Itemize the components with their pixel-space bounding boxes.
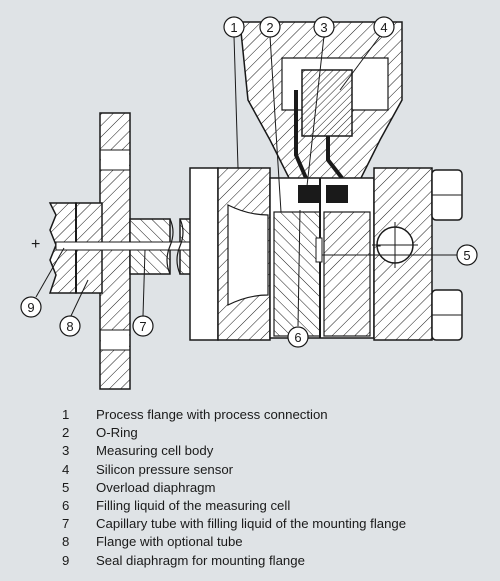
legend-text: Seal diaphragm for mounting flange bbox=[96, 552, 305, 568]
svg-text:6: 6 bbox=[294, 330, 301, 345]
svg-text:7: 7 bbox=[139, 319, 146, 334]
legend-text: Silicon pressure sensor bbox=[96, 461, 234, 477]
legend-number: 3 bbox=[62, 443, 70, 459]
leader-lines bbox=[35, 35, 457, 327]
callout-4: 4 bbox=[373, 16, 395, 38]
plus-sign: + bbox=[31, 236, 40, 253]
legend-text: Measuring cell body bbox=[96, 443, 214, 459]
process-flange-right bbox=[372, 167, 463, 341]
legend-item: 5 Overload diaphragm bbox=[62, 479, 406, 497]
callout-1: 1 bbox=[223, 16, 245, 38]
svg-text:8: 8 bbox=[66, 319, 73, 334]
legend-number: 6 bbox=[62, 497, 70, 513]
svg-text:1: 1 bbox=[230, 20, 237, 35]
measuring-cell bbox=[269, 177, 375, 339]
legend-item: 9 Seal diaphragm for mounting flange bbox=[62, 552, 406, 570]
legend-text: Flange with optional tube bbox=[96, 534, 243, 550]
callout-7: 7 bbox=[132, 315, 154, 337]
legend-text: Overload diaphragm bbox=[96, 479, 216, 495]
callout-3: 3 bbox=[313, 16, 335, 38]
mounting-flange bbox=[48, 112, 131, 390]
svg-text:5: 5 bbox=[463, 248, 470, 263]
legend-number: 4 bbox=[62, 461, 70, 477]
legend-item: 6 Filling liquid of the measuring cell bbox=[62, 497, 406, 515]
svg-text:9: 9 bbox=[27, 300, 34, 315]
svg-text:3: 3 bbox=[320, 20, 327, 35]
legend-item: 1 Process flange with process connection bbox=[62, 406, 406, 424]
callout-6: 6 bbox=[287, 326, 309, 348]
legend-number: 8 bbox=[62, 534, 70, 550]
legend-number: 1 bbox=[62, 407, 70, 422]
legend-item: 2 O-Ring bbox=[62, 424, 406, 442]
minus-sign: - bbox=[376, 237, 381, 254]
callout-8: 8 bbox=[59, 315, 81, 337]
top-housing bbox=[239, 21, 403, 181]
legend-text: Process flange with process connection bbox=[96, 407, 328, 422]
cross-section-diagram: + - 1 2 3 4 5 6 7 8 9 bbox=[20, 16, 478, 390]
legend-item: 3 Measuring cell body bbox=[62, 442, 406, 460]
callout-9: 9 bbox=[20, 296, 42, 318]
process-flange-left bbox=[189, 167, 271, 341]
callout-2: 2 bbox=[259, 16, 281, 38]
legend-number: 9 bbox=[62, 552, 70, 568]
callout-5: 5 bbox=[456, 244, 478, 266]
legend-item: 7 Capillary tube with filling liquid of t… bbox=[62, 515, 406, 533]
legend-number: 2 bbox=[62, 425, 70, 441]
legend-item: 4 Silicon pressure sensor bbox=[62, 461, 406, 479]
legend-text: Filling liquid of the measuring cell bbox=[96, 497, 291, 513]
legend-number: 7 bbox=[62, 516, 70, 532]
legend-text: O-Ring bbox=[96, 425, 138, 441]
svg-text:4: 4 bbox=[380, 20, 387, 35]
legend-item: 8 Flange with optional tube bbox=[62, 533, 406, 551]
legend-number: 5 bbox=[62, 479, 70, 495]
svg-text:2: 2 bbox=[266, 20, 273, 35]
legend-text: Capillary tube with filling liquid of th… bbox=[96, 516, 407, 532]
